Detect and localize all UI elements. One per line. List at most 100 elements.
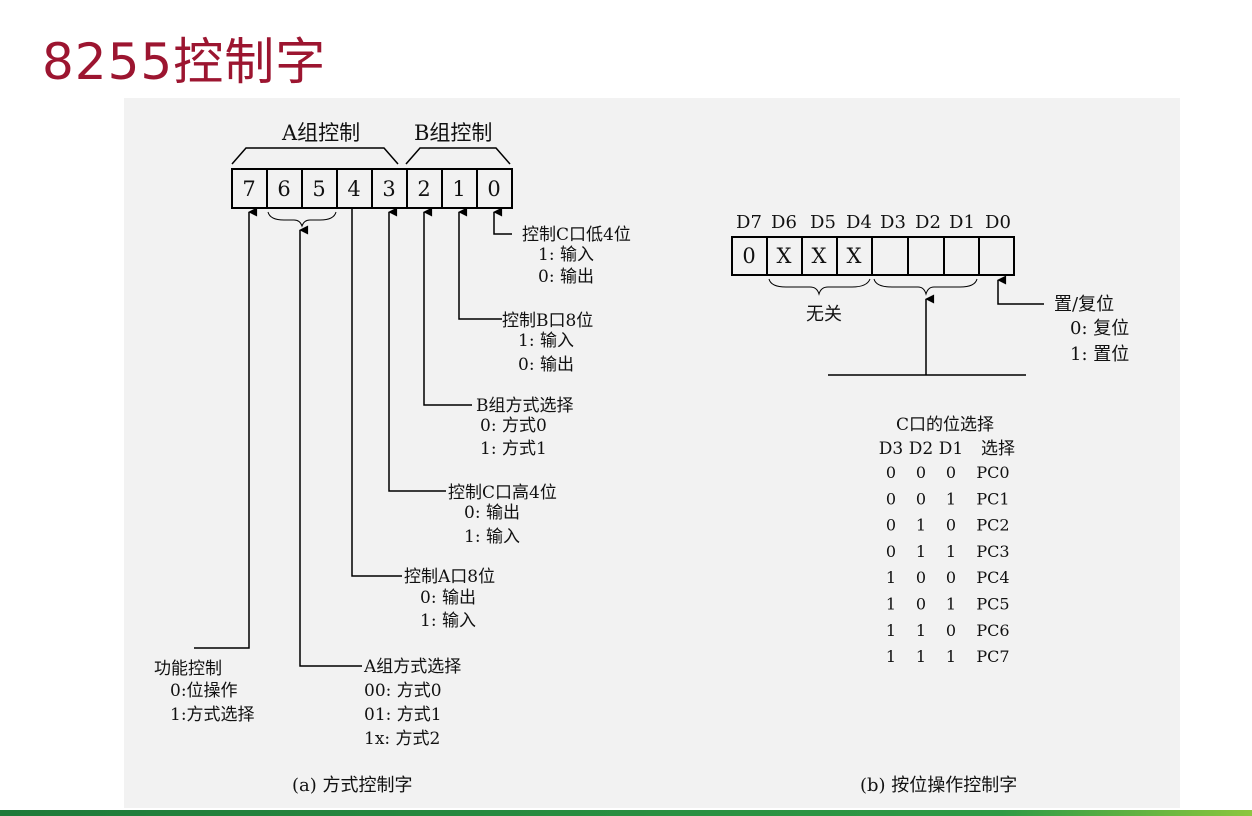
svg-text:D2: D2 [909,439,933,459]
svg-text:0: 输出: 0: 输出 [464,503,520,523]
svg-text:0: 输出: 0: 输出 [518,355,574,375]
table-cell-bit: 1 [886,621,896,640]
svg-text:1x: 方式2: 1x: 方式2 [364,729,440,749]
field-bit2: B组方式选择 0: 方式0 1: 方式1 [476,396,574,459]
svg-text:X: X [812,244,827,268]
field-bit4: 控制A口8位 0: 输出 1: 输入 [404,567,495,631]
svg-text:1: 输入: 1: 输入 [420,611,476,631]
leader-bit2 [423,207,472,406]
svg-text:1: 输入: 1: 输入 [518,331,574,351]
table-cell-bit: 0 [886,516,896,535]
table-cell-select: PC7 [976,647,1009,666]
mode-bit-labels: 7 6 5 4 3 2 1 0 [242,177,500,201]
table-cell-select: PC6 [976,621,1009,640]
svg-text:1: 方式1: 1: 方式1 [480,439,547,459]
field-bit1: 控制B口8位 1: 输入 0: 输出 [502,311,593,375]
bit-5: 5 [312,177,325,201]
svg-text:功能控制: 功能控制 [154,659,222,679]
svg-text:1: 置位: 1: 置位 [1070,344,1129,365]
svg-text:0: 复位: 0: 复位 [1070,318,1129,339]
svg-text:0: 输出: 0: 输出 [420,588,476,608]
bit-1: 1 [452,177,465,201]
leader-bit0 [493,207,512,235]
bit-2: 2 [417,177,430,201]
table-cell-bit: 0 [916,568,926,587]
table-cell-bit: 0 [946,621,956,640]
table-cell-bit: 0 [916,595,926,614]
table-cell-bit: 1 [946,595,956,614]
dontcare-label: 无关 [806,304,842,325]
table-cell-bit: 0 [886,489,896,508]
table-cell-select: PC5 [976,595,1009,614]
dontcare-brace [768,278,871,296]
svg-text:0: 方式0: 0: 方式0 [480,416,547,436]
svg-text:D5: D5 [810,212,836,233]
svg-text:D6: D6 [771,212,797,233]
table-cell-bit: 1 [946,647,956,666]
table-cell-select: PC3 [976,542,1009,561]
svg-text:1: 输入: 1: 输入 [538,245,594,265]
leader-bit1 [458,207,502,320]
svg-text:控制A口8位: 控制A口8位 [404,567,495,587]
table-cell-bit: 1 [886,568,896,587]
svg-text:0: 0 [742,244,755,268]
table-cell-select: PC1 [976,489,1009,508]
svg-text:D7: D7 [736,212,762,233]
group-b-label: B组控制 [414,121,492,145]
diagram-panel: A组控制 B组控制 7 6 5 4 3 2 1 0 控制C口低4位 [124,98,1180,808]
svg-text:1:方式选择: 1:方式选择 [170,705,255,725]
leader-bit4 [351,208,402,577]
mode-leaders [194,207,512,667]
field-bit0: 控制C口低4位 1: 输入 0: 输出 [522,225,631,287]
table-cell-bit: 1 [886,647,896,666]
setreset-arrow [997,275,1044,305]
svg-text:01: 方式1: 01: 方式1 [364,705,442,725]
svg-text:00: 方式0: 00: 方式0 [364,681,442,701]
group-a-brace [231,147,399,165]
select-brace [873,278,978,296]
svg-text:置/复位: 置/复位 [1054,294,1114,315]
table-cell-bit: 1 [916,516,926,535]
bit-0: 0 [487,177,500,201]
svg-text:D4: D4 [846,212,872,233]
leader-bit7 [194,207,258,649]
table-cell-bit: 0 [886,542,896,561]
leader-bits65 [299,225,362,667]
table-cell-bit: 1 [916,647,926,666]
setreset-field: 置/复位 0: 复位 1: 置位 [1054,294,1129,365]
bitset-cells: 0 X X X [742,244,861,268]
bit-6: 6 [277,177,290,201]
table-cell-bit: 1 [946,542,956,561]
caption-b: (b) 按位操作控制字 [860,775,1017,796]
bitset-boxes [731,236,1015,276]
table-cell-bit: 0 [946,463,956,482]
svg-text:0:位操作: 0:位操作 [170,681,238,701]
svg-text:D3: D3 [879,439,903,459]
mode-bit-boxes [231,168,513,209]
svg-text:D1: D1 [939,439,963,459]
leader-bit3 [388,207,446,492]
bits-6-5-brace [267,211,337,228]
svg-text:D3: D3 [880,212,906,233]
control-word-diagram: A组控制 B组控制 7 6 5 4 3 2 1 0 控制C口低4位 [154,121,1129,796]
svg-text:D2: D2 [915,212,941,233]
table-cell-bit: 1 [886,595,896,614]
bit-3: 3 [382,177,395,201]
table-cell-bit: 0 [916,463,926,482]
group-b-brace [405,147,511,165]
table-cell-select: PC4 [976,568,1009,587]
table-cell-bit: 0 [916,489,926,508]
table-cell-bit: 0 [946,516,956,535]
table-cell-bit: 1 [916,621,926,640]
svg-text:0: 输出: 0: 输出 [538,267,594,287]
svg-text:选择: 选择 [981,439,1015,459]
bottom-accent-bar [0,810,1252,816]
bit-4: 4 [347,177,360,201]
table-cell-bit: 1 [946,489,956,508]
slide-title: 8255控制字 [42,33,327,91]
svg-text:1: 输入: 1: 输入 [464,527,520,547]
table-cell-bit: 0 [886,463,896,482]
table-cell-select: PC2 [976,516,1009,535]
svg-text:控制C口高4位: 控制C口高4位 [448,483,557,503]
